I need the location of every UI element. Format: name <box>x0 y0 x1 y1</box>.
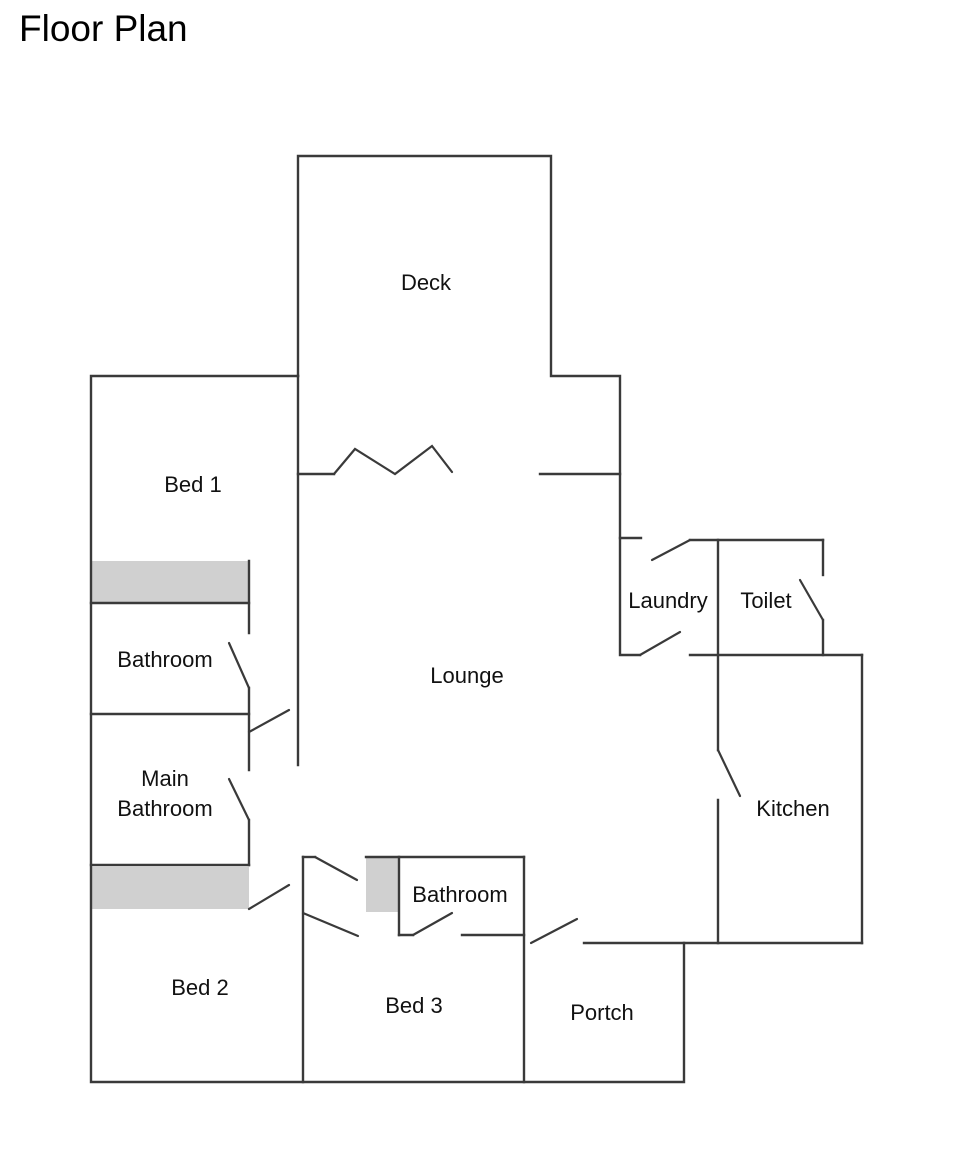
ensuite-door <box>411 911 454 937</box>
deck-wall <box>296 154 622 540</box>
doors <box>227 538 825 945</box>
west-outer-wall <box>89 374 686 1084</box>
hall-door-upper <box>247 708 291 734</box>
page-title: Floor Plan <box>19 8 188 49</box>
room-label-toilet: Toilet <box>740 588 791 613</box>
room-label-portch: Portch <box>570 1000 634 1025</box>
room-label-main-bathroom-line1: Main <box>141 766 189 791</box>
bathroom-door <box>227 641 251 690</box>
room-label-bed1: Bed 1 <box>164 472 222 497</box>
room-label-bed2: Bed 2 <box>171 975 229 1000</box>
toilet-door <box>798 578 825 622</box>
main-bathroom-door <box>227 777 251 822</box>
room-label-laundry: Laundry <box>628 588 708 613</box>
room-label-bed3: Bed 3 <box>385 993 443 1018</box>
bed3-door-lower <box>301 911 360 938</box>
laundry-door-upper <box>650 538 692 562</box>
bed3-door-upper <box>313 855 359 882</box>
sliding-door-zigzag <box>332 444 454 476</box>
bed2-wardrobe <box>91 867 249 909</box>
room-label-lounge: Lounge <box>430 663 503 688</box>
laundry-door-lower <box>638 630 682 657</box>
room-label-deck: Deck <box>401 270 452 295</box>
bed2-door <box>247 883 291 911</box>
room-label-bathroom: Bathroom <box>117 647 212 672</box>
kitchen-door <box>716 748 742 798</box>
ensuite-fixture <box>366 857 399 912</box>
room-labels: Deck Bed 1 Bathroom Lounge Laundry Toile… <box>117 270 829 1025</box>
bed1-wardrobe <box>91 561 249 603</box>
room-label-kitchen: Kitchen <box>756 796 829 821</box>
portch-door <box>529 917 579 945</box>
walls <box>89 154 864 1084</box>
room-label-main-bathroom-line2: Bathroom <box>117 796 212 821</box>
laundry-west-wall <box>618 536 643 657</box>
room-label-ensuite-bathroom: Bathroom <box>412 882 507 907</box>
